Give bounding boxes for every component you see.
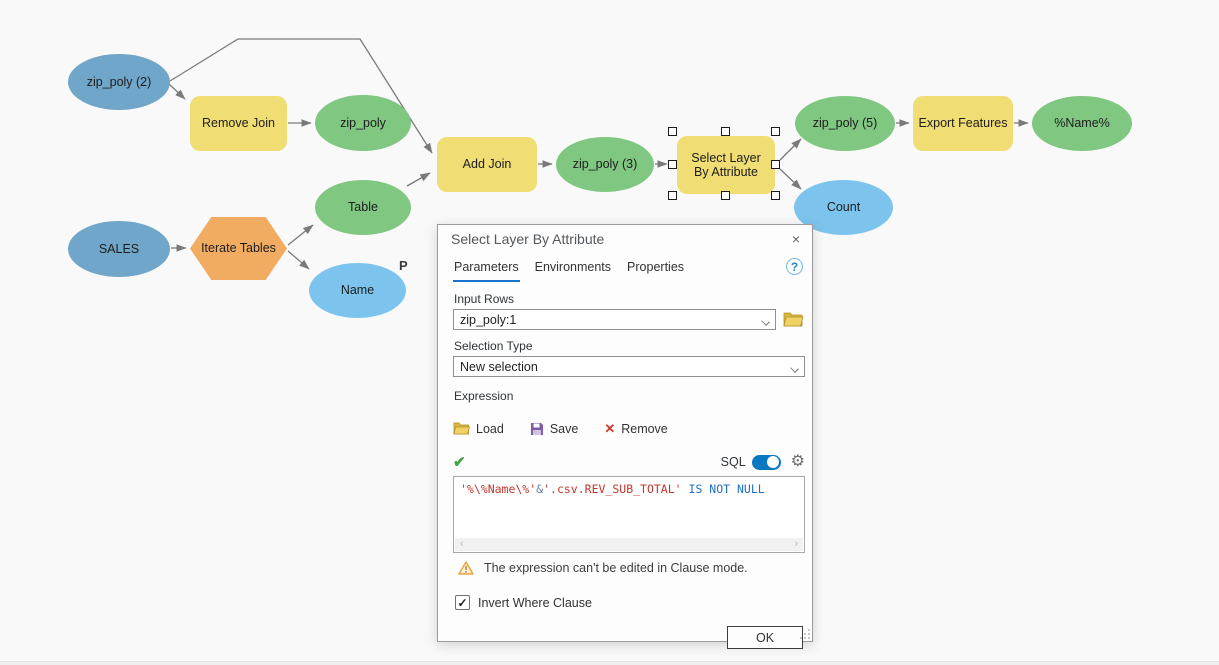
node-zip-poly-3[interactable]: zip_poly (3) [556, 137, 654, 192]
invert-where-clause-label: Invert Where Clause [478, 595, 592, 610]
ok-button[interactable]: OK [727, 626, 803, 649]
sql-expression-text: '%\%Name\%'&'.csv.REV_SUB_TOTAL' IS NOT … [460, 482, 765, 496]
dialog-title: Select Layer By Attribute [451, 231, 605, 247]
toggle-knob [767, 456, 780, 468]
load-expression-button[interactable]: Load [453, 422, 504, 436]
selection-type-combobox[interactable]: New selection [453, 356, 805, 377]
checkmark-icon: ✓ [457, 595, 468, 610]
edge-iterate-to-table [287, 224, 314, 246]
sql-toggle[interactable] [751, 454, 781, 470]
edge-zip-poly2-to-remove-join [168, 83, 186, 100]
warning-triangle-icon [458, 561, 474, 575]
expression-toolbar: Load Save ✕ Remove [453, 421, 805, 437]
selection-handle-n[interactable] [721, 127, 730, 136]
parameter-marker: P [399, 258, 408, 273]
expression-label: Expression [454, 389, 514, 403]
node-sales[interactable]: SALES [68, 221, 170, 277]
expression-editor[interactable]: '%\%Name\%'&'.csv.REV_SUB_TOTAL' IS NOT … [453, 476, 805, 553]
selection-handle-nw[interactable] [668, 127, 677, 136]
dialog-titlebar[interactable]: Select Layer By Attribute × [438, 225, 812, 253]
edge-table-to-add-join [406, 172, 431, 187]
dialog-body: Input Rows zip_poly:1 Selection Type New… [438, 292, 812, 649]
node-iterate-tables[interactable]: Iterate Tables [190, 217, 287, 280]
save-floppy-icon [530, 422, 544, 436]
invert-where-clause-checkbox[interactable]: ✓ [455, 595, 470, 610]
node-zip-poly[interactable]: zip_poly [315, 95, 411, 151]
dialog-tabs: Parameters Environments Properties ? [438, 253, 812, 283]
selection-handle-sw[interactable] [668, 191, 677, 200]
selection-handle-s[interactable] [721, 191, 730, 200]
clause-mode-warning: The expression can't be edited in Clause… [453, 561, 805, 575]
tab-properties[interactable]: Properties [627, 259, 685, 274]
expression-valid-icon: ✔ [453, 454, 466, 471]
sql-toggle-label: SQL [720, 455, 746, 469]
node-name[interactable]: Name [309, 263, 406, 318]
node-zip-poly-2[interactable]: zip_poly (2) [68, 54, 170, 110]
selection-handle-se[interactable] [771, 191, 780, 200]
save-expression-button[interactable]: Save [530, 422, 578, 436]
node-add-join[interactable]: Add Join [437, 137, 537, 192]
input-rows-label: Input Rows [454, 292, 515, 306]
remove-expression-button[interactable]: ✕ Remove [604, 421, 668, 436]
close-icon[interactable]: × [791, 231, 800, 247]
browse-folder-icon[interactable] [783, 311, 805, 329]
open-folder-icon [453, 422, 470, 436]
chevron-down-icon[interactable] [762, 318, 769, 325]
node-remove-join[interactable]: Remove Join [190, 96, 287, 151]
help-icon[interactable]: ? [786, 258, 803, 275]
tab-parameters[interactable]: Parameters [453, 255, 520, 282]
edge-slba-to-count [779, 168, 802, 190]
tab-environments[interactable]: Environments [534, 259, 612, 274]
selection-handle-e[interactable] [771, 160, 780, 169]
node-export-features[interactable]: Export Features [913, 96, 1013, 151]
scroll-right-icon[interactable]: › [794, 538, 798, 550]
scroll-left-icon[interactable]: ‹ [460, 538, 464, 550]
input-rows-combobox[interactable]: zip_poly:1 [453, 309, 776, 330]
horizontal-scrollbar[interactable]: ‹ › [455, 538, 803, 551]
canvas-bottom-edge [0, 661, 1219, 665]
warning-text: The expression can't be edited in Clause… [484, 561, 748, 575]
sql-mode-row: ✔ SQL ⚙ [453, 452, 805, 472]
edge-slba-to-zip-poly5 [779, 138, 802, 161]
resize-grip[interactable] [799, 628, 810, 639]
edge-zip-poly2-to-add-join [169, 38, 433, 154]
chevron-down-icon[interactable] [791, 365, 798, 372]
remove-x-icon: ✕ [604, 421, 616, 436]
selection-type-value: New selection [460, 359, 538, 374]
gear-icon[interactable]: ⚙ [790, 453, 805, 470]
node-name-output[interactable]: %Name% [1032, 96, 1132, 151]
selection-handle-ne[interactable] [771, 127, 780, 136]
invert-where-clause-row: ✓ Invert Where Clause [453, 595, 805, 610]
selection-handle-w[interactable] [668, 160, 677, 169]
node-table[interactable]: Table [315, 180, 411, 235]
node-select-layer-by-attribute[interactable]: Select Layer By Attribute [677, 136, 775, 194]
node-zip-poly-5[interactable]: zip_poly (5) [795, 96, 895, 151]
selection-type-label: Selection Type [454, 339, 533, 353]
select-layer-by-attribute-dialog: Select Layer By Attribute × Parameters E… [437, 224, 813, 649]
input-rows-value: zip_poly:1 [460, 312, 517, 327]
edge-iterate-to-name [287, 250, 310, 270]
